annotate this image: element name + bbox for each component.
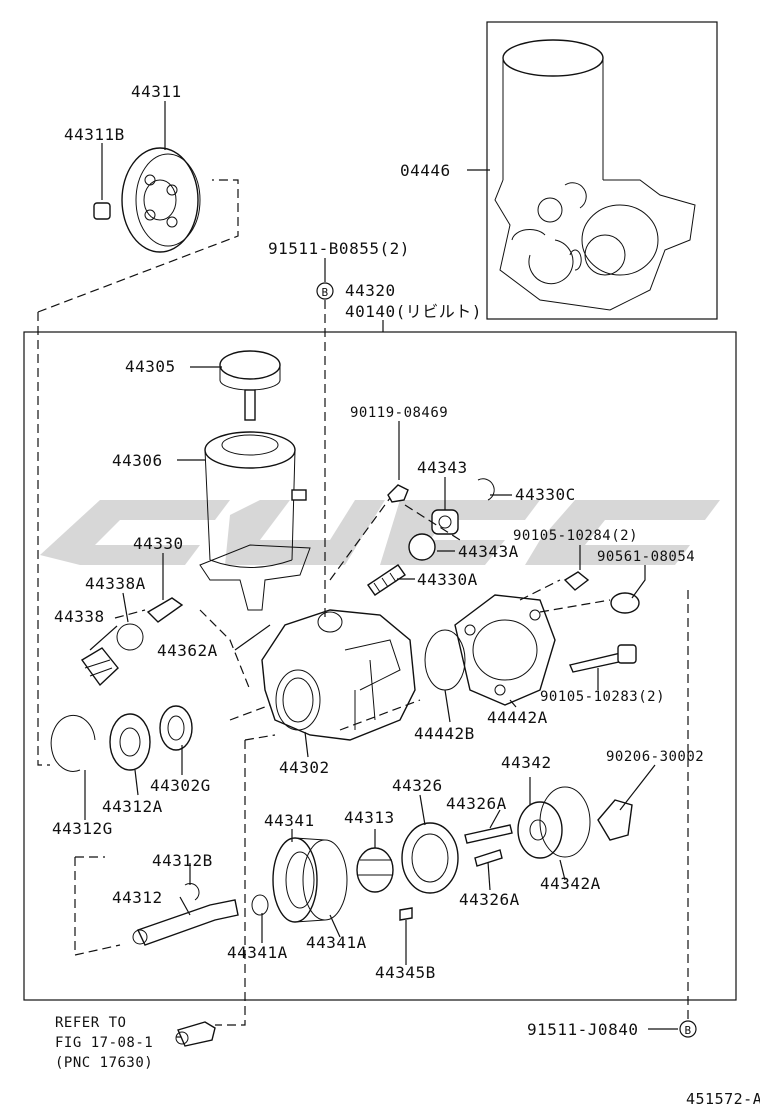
label-90561-08054: 90561-08054 <box>597 549 695 565</box>
label-91511-b0855: 91511-B0855(2) <box>268 239 410 258</box>
reservoir-illustration <box>199 431 311 611</box>
label-44341a-left: 44341A <box>227 943 288 962</box>
pump-assembly-illustration <box>494 39 696 311</box>
pump-internals-illustration <box>272 786 633 923</box>
label-44343a: 44343A <box>458 542 519 561</box>
label-44306: 44306 <box>112 451 163 470</box>
label-90119-08469: 90119-08469 <box>350 405 448 421</box>
label-44311b: 44311B <box>64 125 125 144</box>
label-40140: 40140(リビルト) <box>345 302 482 321</box>
label-44305: 44305 <box>125 357 176 376</box>
label-44311: 44311 <box>131 82 182 101</box>
small-parts-illustration <box>80 478 640 687</box>
label-44302g: 44302G <box>150 776 211 795</box>
refer-note-line2: FIG 17-08-1 <box>55 1035 153 1051</box>
circle-b-bottom: B <box>679 1020 697 1038</box>
label-44330c: 44330C <box>515 485 576 504</box>
refer-shaft-illustration <box>175 1021 216 1047</box>
svg-text:B: B <box>321 286 328 299</box>
gasket-44442B-illustration <box>424 629 466 691</box>
rear-cover-illustration <box>454 594 556 706</box>
assembly-frame <box>23 331 737 1001</box>
label-44343: 44343 <box>417 458 468 477</box>
refer-note-line1: REFER TO <box>55 1015 126 1031</box>
pulley-illustration <box>121 147 201 253</box>
label-04446: 04446 <box>400 161 451 180</box>
refer-note-line3: (PNC 17630) <box>55 1055 153 1071</box>
reservoir-cap-illustration <box>219 350 281 421</box>
label-44442a: 44442A <box>487 708 548 727</box>
label-90105-10284: 90105-10284(2) <box>513 528 638 544</box>
label-90206-30002: 90206-30002 <box>606 749 704 765</box>
shaft-parts-illustration <box>50 705 269 946</box>
refer-note: REFER TO FIG 17-08-1 (PNC 17630) <box>55 1015 153 1071</box>
label-44342a: 44342A <box>540 874 601 893</box>
label-44442b: 44442B <box>414 724 475 743</box>
label-44326a-top: 44326A <box>446 794 507 813</box>
label-44326: 44326 <box>392 776 443 795</box>
label-44341: 44341 <box>264 811 315 830</box>
label-44342: 44342 <box>501 753 552 772</box>
drawing-id: 451572-A <box>686 1090 760 1108</box>
part-labels: 44311 44311B 04446 91511-B0855(2) 44320 … <box>52 82 704 1039</box>
label-44338a: 44338A <box>85 574 146 593</box>
label-44312a: 44312A <box>102 797 163 816</box>
label-44320: 44320 <box>345 281 396 300</box>
label-44345b: 44345B <box>375 963 436 982</box>
label-44338: 44338 <box>54 607 105 626</box>
svg-text:B: B <box>684 1024 691 1037</box>
label-44362a: 44362A <box>157 641 218 660</box>
label-44326a-bottom: 44326A <box>459 890 520 909</box>
dashed-leaders <box>37 179 689 1026</box>
leader-lines <box>84 101 678 1038</box>
label-90105-10283: 90105-10283(2) <box>540 689 665 705</box>
label-44312b: 44312B <box>152 851 213 870</box>
circle-b-top: B <box>316 282 334 300</box>
pulley-nut-illustration <box>93 202 111 220</box>
label-44341a-right: 44341A <box>306 933 367 952</box>
label-44330: 44330 <box>133 534 184 553</box>
pump-housing-illustration <box>261 609 416 741</box>
watermark-logo <box>40 500 720 565</box>
label-44302: 44302 <box>279 758 330 777</box>
label-44330a: 44330A <box>417 570 478 589</box>
label-44312g: 44312G <box>52 819 113 838</box>
label-91511-j0840: 91511-J0840 <box>527 1020 638 1039</box>
label-44313: 44313 <box>344 808 395 827</box>
label-44312: 44312 <box>112 888 163 907</box>
